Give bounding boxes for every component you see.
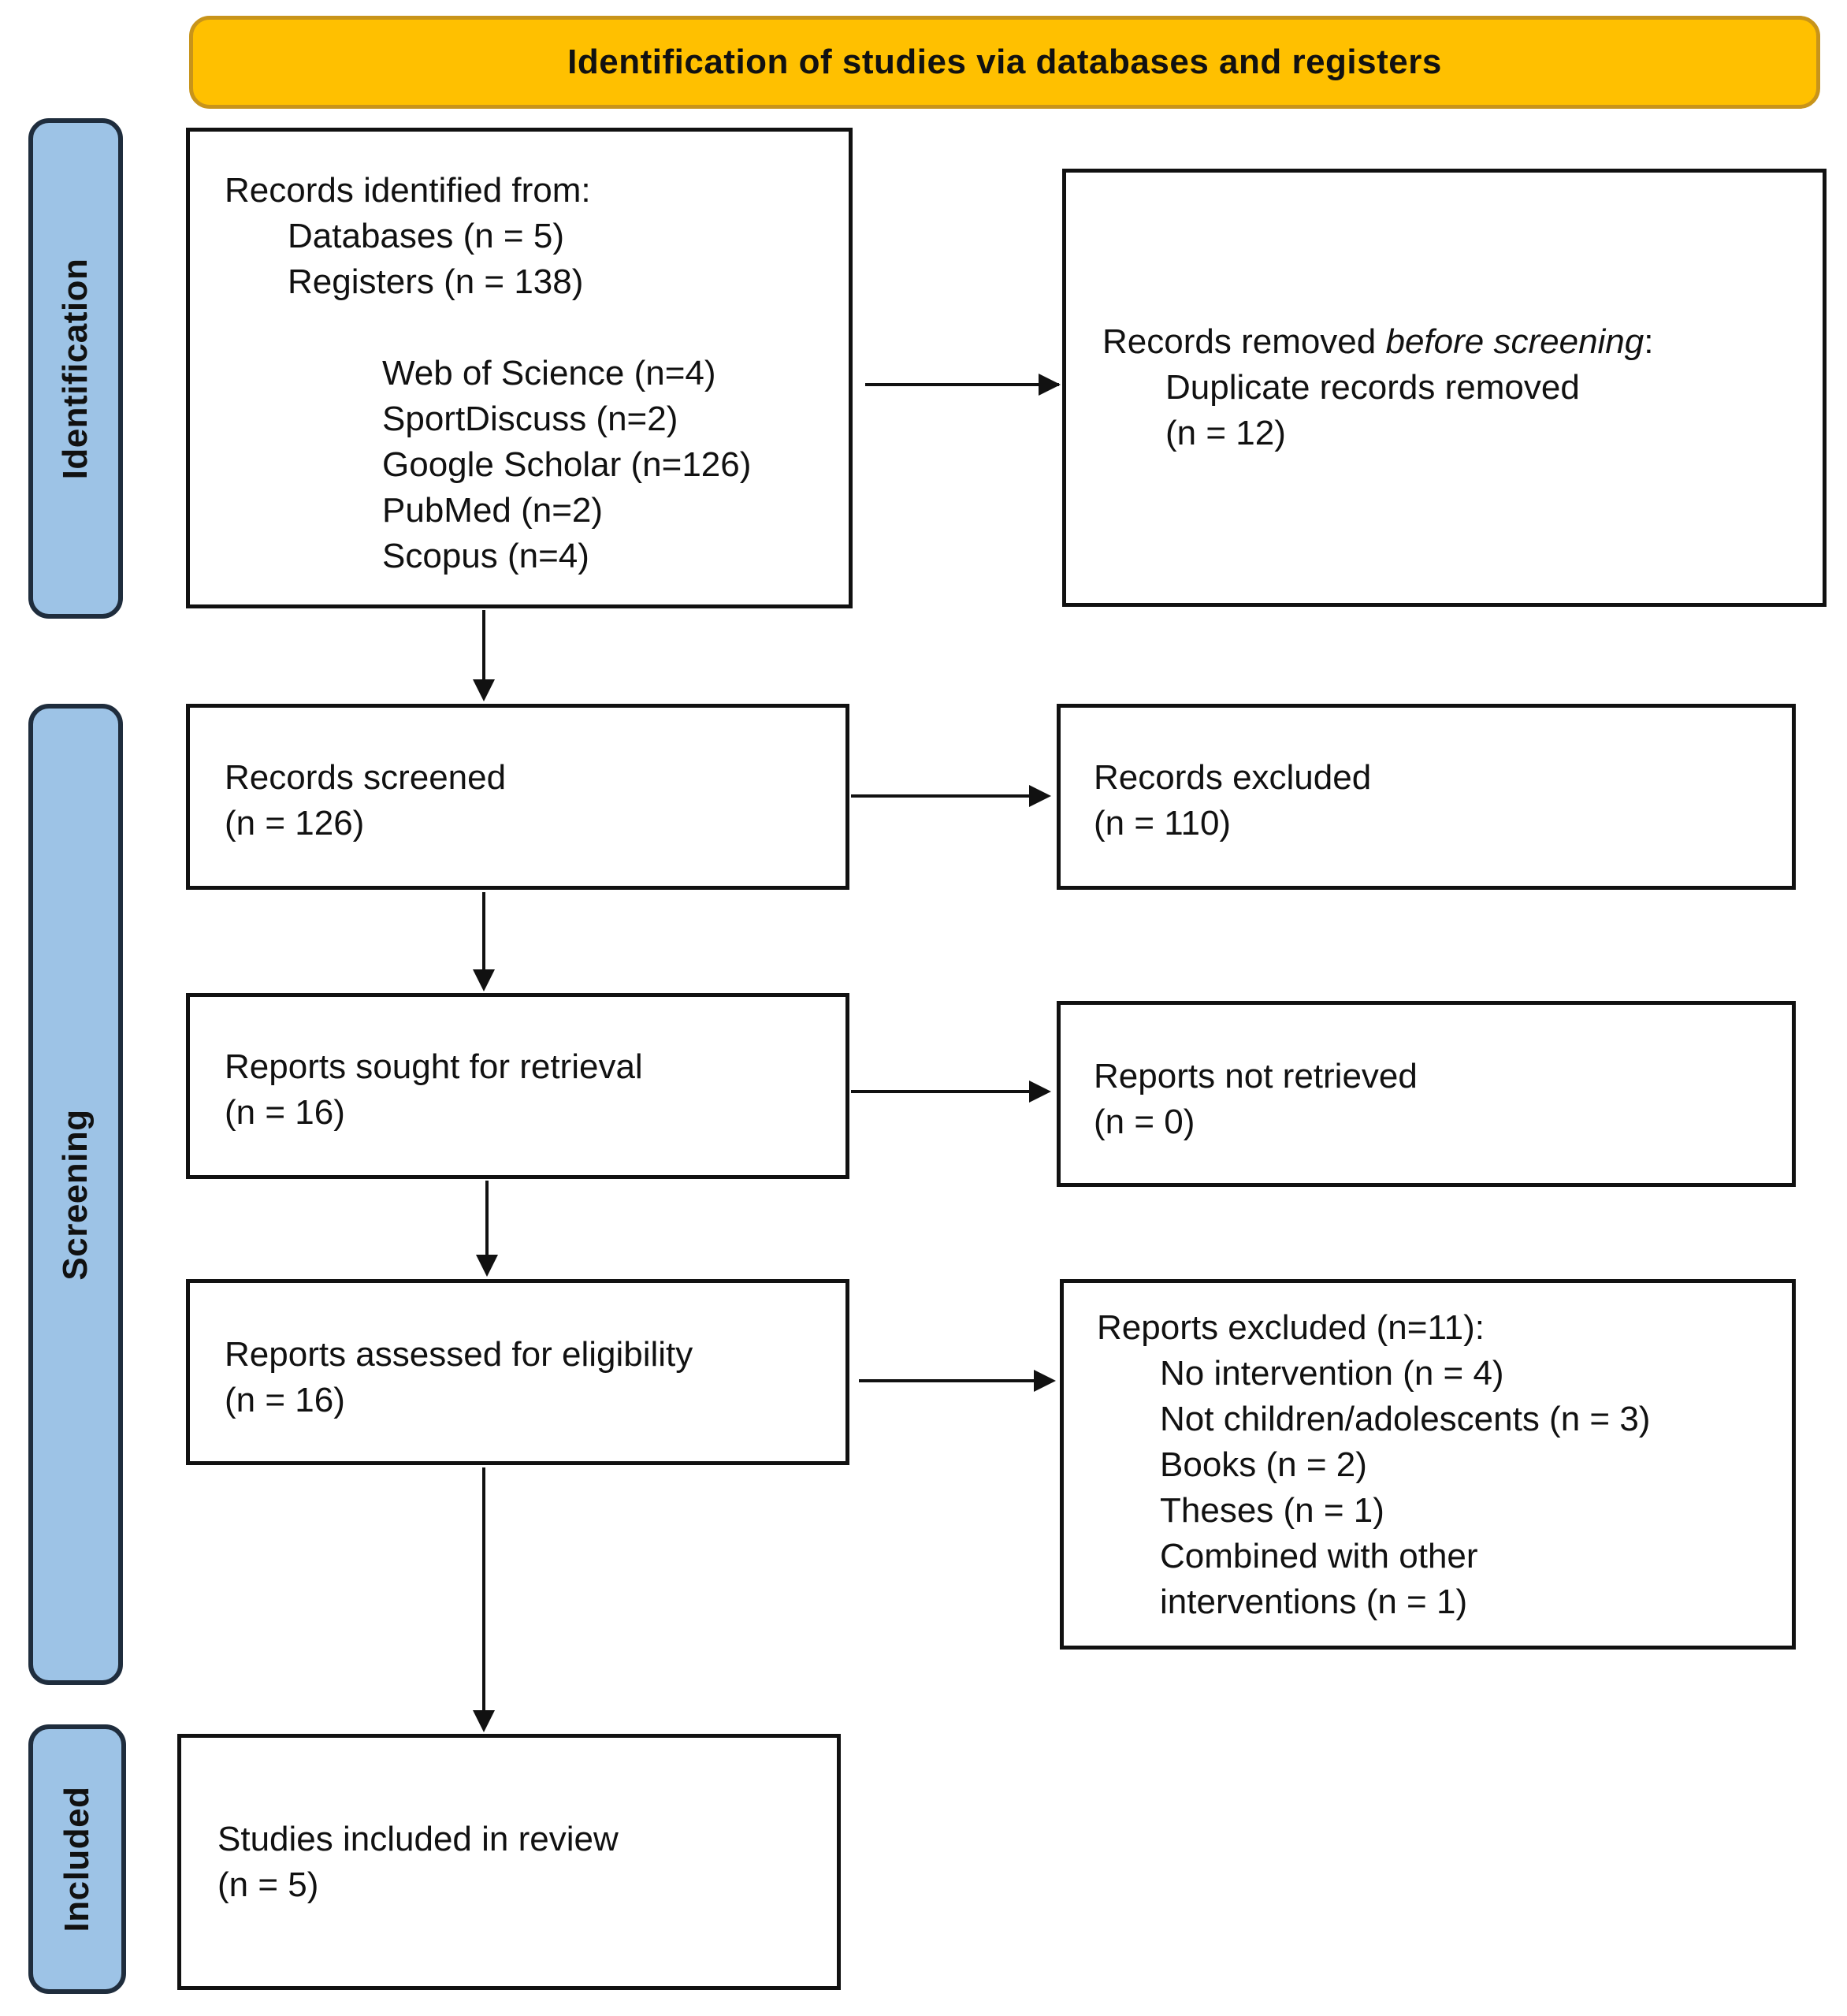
exclusion-reason: Combined with other [1160, 1537, 1478, 1575]
source-pubmed: PubMed (n=2) [382, 491, 604, 530]
records-removed-heading: Records removed before screening: [1102, 322, 1654, 361]
reports-assessed-count: (n = 16) [225, 1381, 345, 1419]
arrowhead-identified-to-removed [1039, 374, 1061, 396]
records-screened-count: (n = 126) [225, 804, 365, 842]
reports-not-retrieved-count: (n = 0) [1094, 1103, 1195, 1141]
stage-identification: Identification [28, 118, 123, 619]
source-sportdiscuss: SportDiscuss (n=2) [382, 400, 678, 438]
header-title: Identification of studies via databases … [567, 43, 1442, 81]
studies-included-box: Studies included in review (n = 5) [177, 1734, 841, 1990]
registers-count: Registers (n = 138) [288, 262, 584, 301]
studies-included-label: Studies included in review [217, 1820, 619, 1858]
arrowhead-identified-to-screened [473, 679, 495, 701]
records-removed-box: Records removed before screening: Duplic… [1062, 169, 1827, 607]
reports-sought-count: (n = 16) [225, 1093, 345, 1132]
arrowhead-assessed-to-excluded [1034, 1370, 1056, 1392]
records-identified-heading: Records identified from: [225, 171, 591, 210]
reports-not-retrieved-box: Reports not retrieved (n = 0) [1057, 1001, 1796, 1187]
exclusion-reason: Theses (n = 1) [1160, 1491, 1384, 1530]
databases-count: Databases (n = 5) [288, 217, 564, 255]
reports-excluded-heading: Reports excluded (n=11): [1097, 1308, 1485, 1347]
records-screened-box: Records screened (n = 126) [186, 704, 849, 890]
arrowhead-screened-to-excluded [1029, 785, 1051, 807]
arrowhead-screened-to-sought [473, 969, 495, 991]
reports-excluded-box: Reports excluded (n=11): No intervention… [1060, 1279, 1796, 1650]
exclusion-reason: interventions (n = 1) [1160, 1583, 1468, 1621]
records-excluded-label: Records excluded [1094, 758, 1372, 797]
reports-not-retrieved-label: Reports not retrieved [1094, 1057, 1418, 1095]
reports-assessed-label: Reports assessed for eligibility [225, 1335, 693, 1374]
records-excluded-count: (n = 110) [1094, 804, 1232, 842]
reports-sought-label: Reports sought for retrieval [225, 1047, 643, 1086]
studies-included-count: (n = 5) [217, 1865, 319, 1904]
reports-sought-box: Reports sought for retrieval (n = 16) [186, 993, 849, 1179]
source-web-of-science: Web of Science (n=4) [382, 354, 716, 392]
reports-assessed-box: Reports assessed for eligibility (n = 16… [186, 1279, 849, 1465]
header-banner: Identification of studies via databases … [189, 16, 1820, 109]
source-scopus: Scopus (n=4) [382, 537, 589, 575]
source-google-scholar: Google Scholar (n=126) [382, 445, 752, 484]
stage-included: Included [28, 1724, 126, 1994]
arrowhead-sought-to-assessed [476, 1255, 498, 1277]
records-excluded-box: Records excluded (n = 110) [1057, 704, 1796, 890]
arrowhead-assessed-to-included [473, 1710, 495, 1732]
exclusion-reason: No intervention (n = 4) [1160, 1354, 1504, 1393]
stage-screening: Screening [28, 704, 123, 1685]
records-screened-label: Records screened [225, 758, 507, 797]
duplicates-label: Duplicate records removed [1165, 368, 1580, 407]
exclusion-reason: Books (n = 2) [1160, 1445, 1367, 1484]
records-identified-box: Records identified from: Databases (n = … [186, 128, 853, 608]
duplicates-count: (n = 12) [1165, 414, 1286, 452]
exclusion-reason: Not children/adolescents (n = 3) [1160, 1400, 1651, 1438]
arrowhead-sought-to-not-retrieved [1029, 1081, 1051, 1103]
